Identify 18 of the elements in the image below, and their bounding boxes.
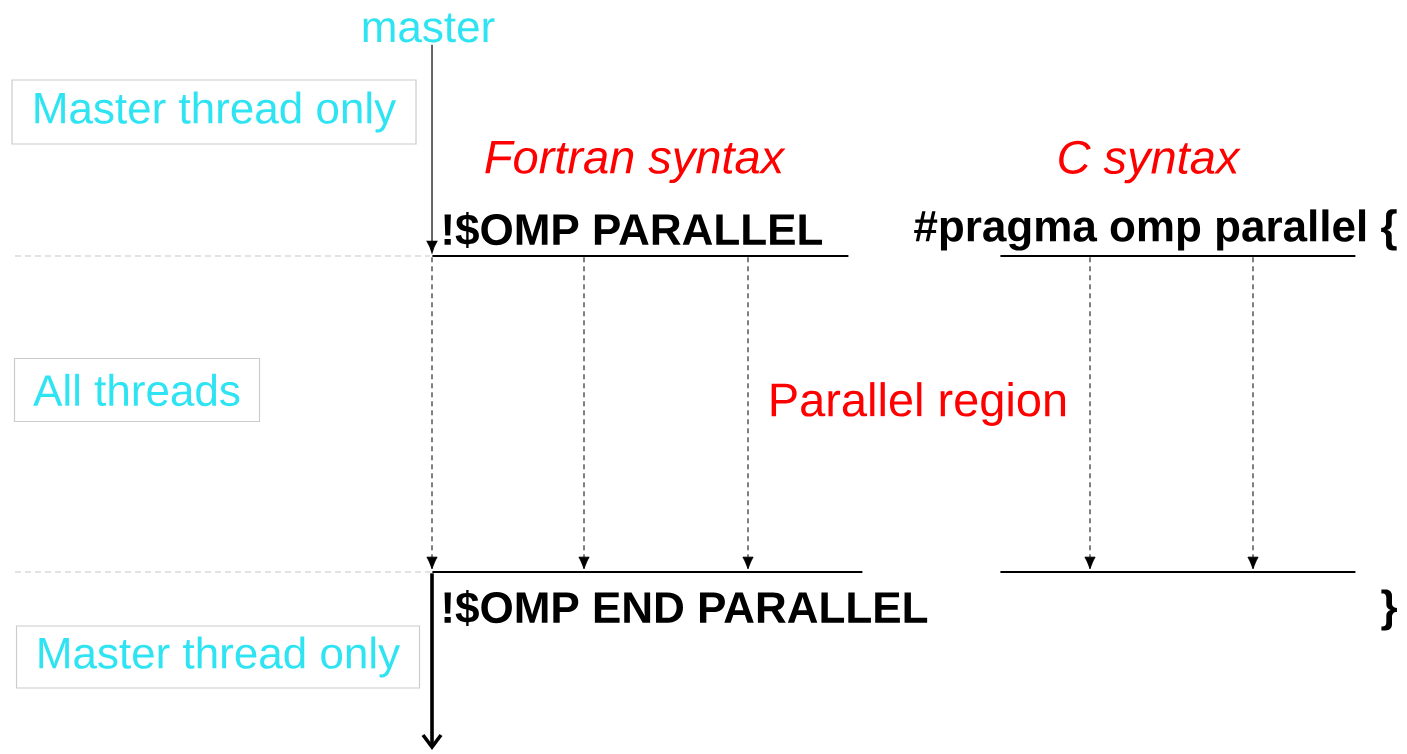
arrow: [578, 256, 590, 570]
label-box: All threads: [13, 357, 261, 423]
label-box: Master thread only: [11, 79, 417, 145]
code-line: #pragma omp parallel {: [914, 209, 1397, 251]
code-line: !$OMP END PARALLEL: [444, 590, 928, 626]
arrow: [1247, 256, 1259, 570]
section-label: Fortran syntax: [481, 138, 787, 186]
arrow: [421, 573, 443, 750]
code-line: !$OMP PARALLEL: [444, 212, 823, 248]
arrow: [1084, 256, 1096, 570]
section-label: C syntax: [1054, 138, 1242, 186]
code-line: }: [1381, 589, 1397, 631]
arrow: [426, 44, 438, 254]
node-label: master: [363, 13, 495, 43]
arrow: [426, 256, 438, 570]
section-label: Parallel region: [765, 380, 1071, 428]
label-box: Master thread only: [15, 625, 421, 689]
arrow: [742, 256, 754, 570]
